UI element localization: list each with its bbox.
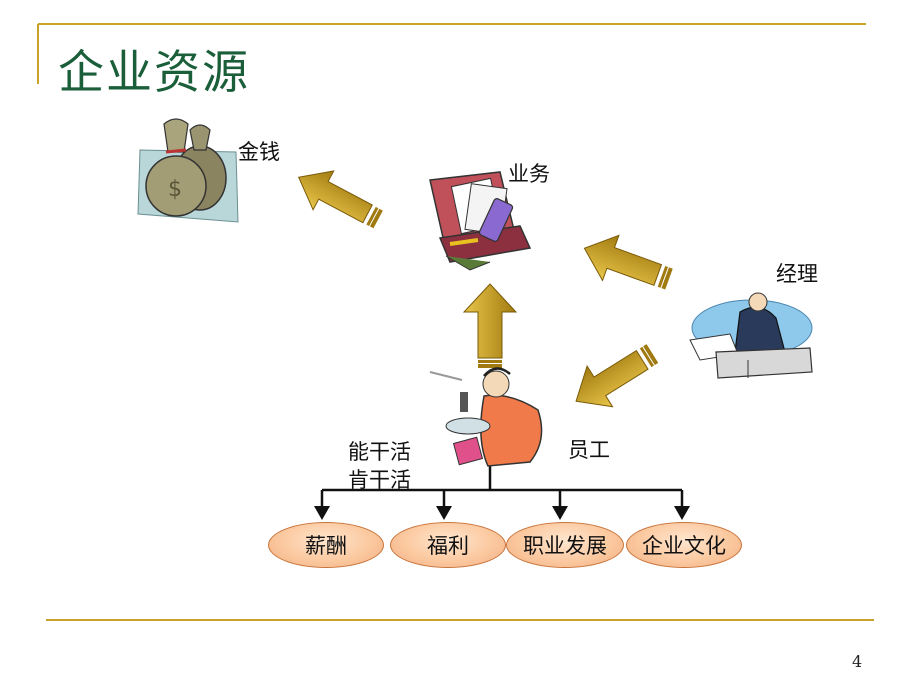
benefit-oval-culture: 企业文化 bbox=[626, 522, 742, 568]
label-willing-work: 肯干活 bbox=[348, 468, 411, 492]
money-bags-icon: $ bbox=[137, 118, 239, 223]
employee-icon bbox=[429, 367, 543, 467]
benefit-oval-career: 职业发展 bbox=[506, 522, 624, 568]
arrow-manager-to-business bbox=[583, 234, 673, 290]
arrow-employee-to-business bbox=[462, 283, 518, 368]
page-number: 4 bbox=[852, 652, 863, 671]
benefit-oval-welfare: 福利 bbox=[390, 522, 506, 568]
label-employee: 员工 bbox=[568, 438, 610, 462]
label-manager: 经理 bbox=[776, 262, 818, 286]
slide-title: 企业资源 bbox=[58, 45, 250, 99]
manager-at-desk-icon bbox=[689, 292, 813, 379]
arrow-business-to-money bbox=[297, 170, 383, 229]
benefit-oval-salary: 薪酬 bbox=[268, 522, 384, 568]
label-business: 业务 bbox=[508, 162, 550, 186]
svg-text:$: $ bbox=[168, 177, 182, 202]
arrow-manager-to-employee bbox=[575, 344, 659, 408]
label-money: 金钱 bbox=[238, 140, 280, 164]
label-can-work: 能干活 bbox=[348, 440, 411, 464]
briefcase-icon bbox=[429, 171, 532, 271]
connector-arrowheads bbox=[314, 506, 690, 520]
